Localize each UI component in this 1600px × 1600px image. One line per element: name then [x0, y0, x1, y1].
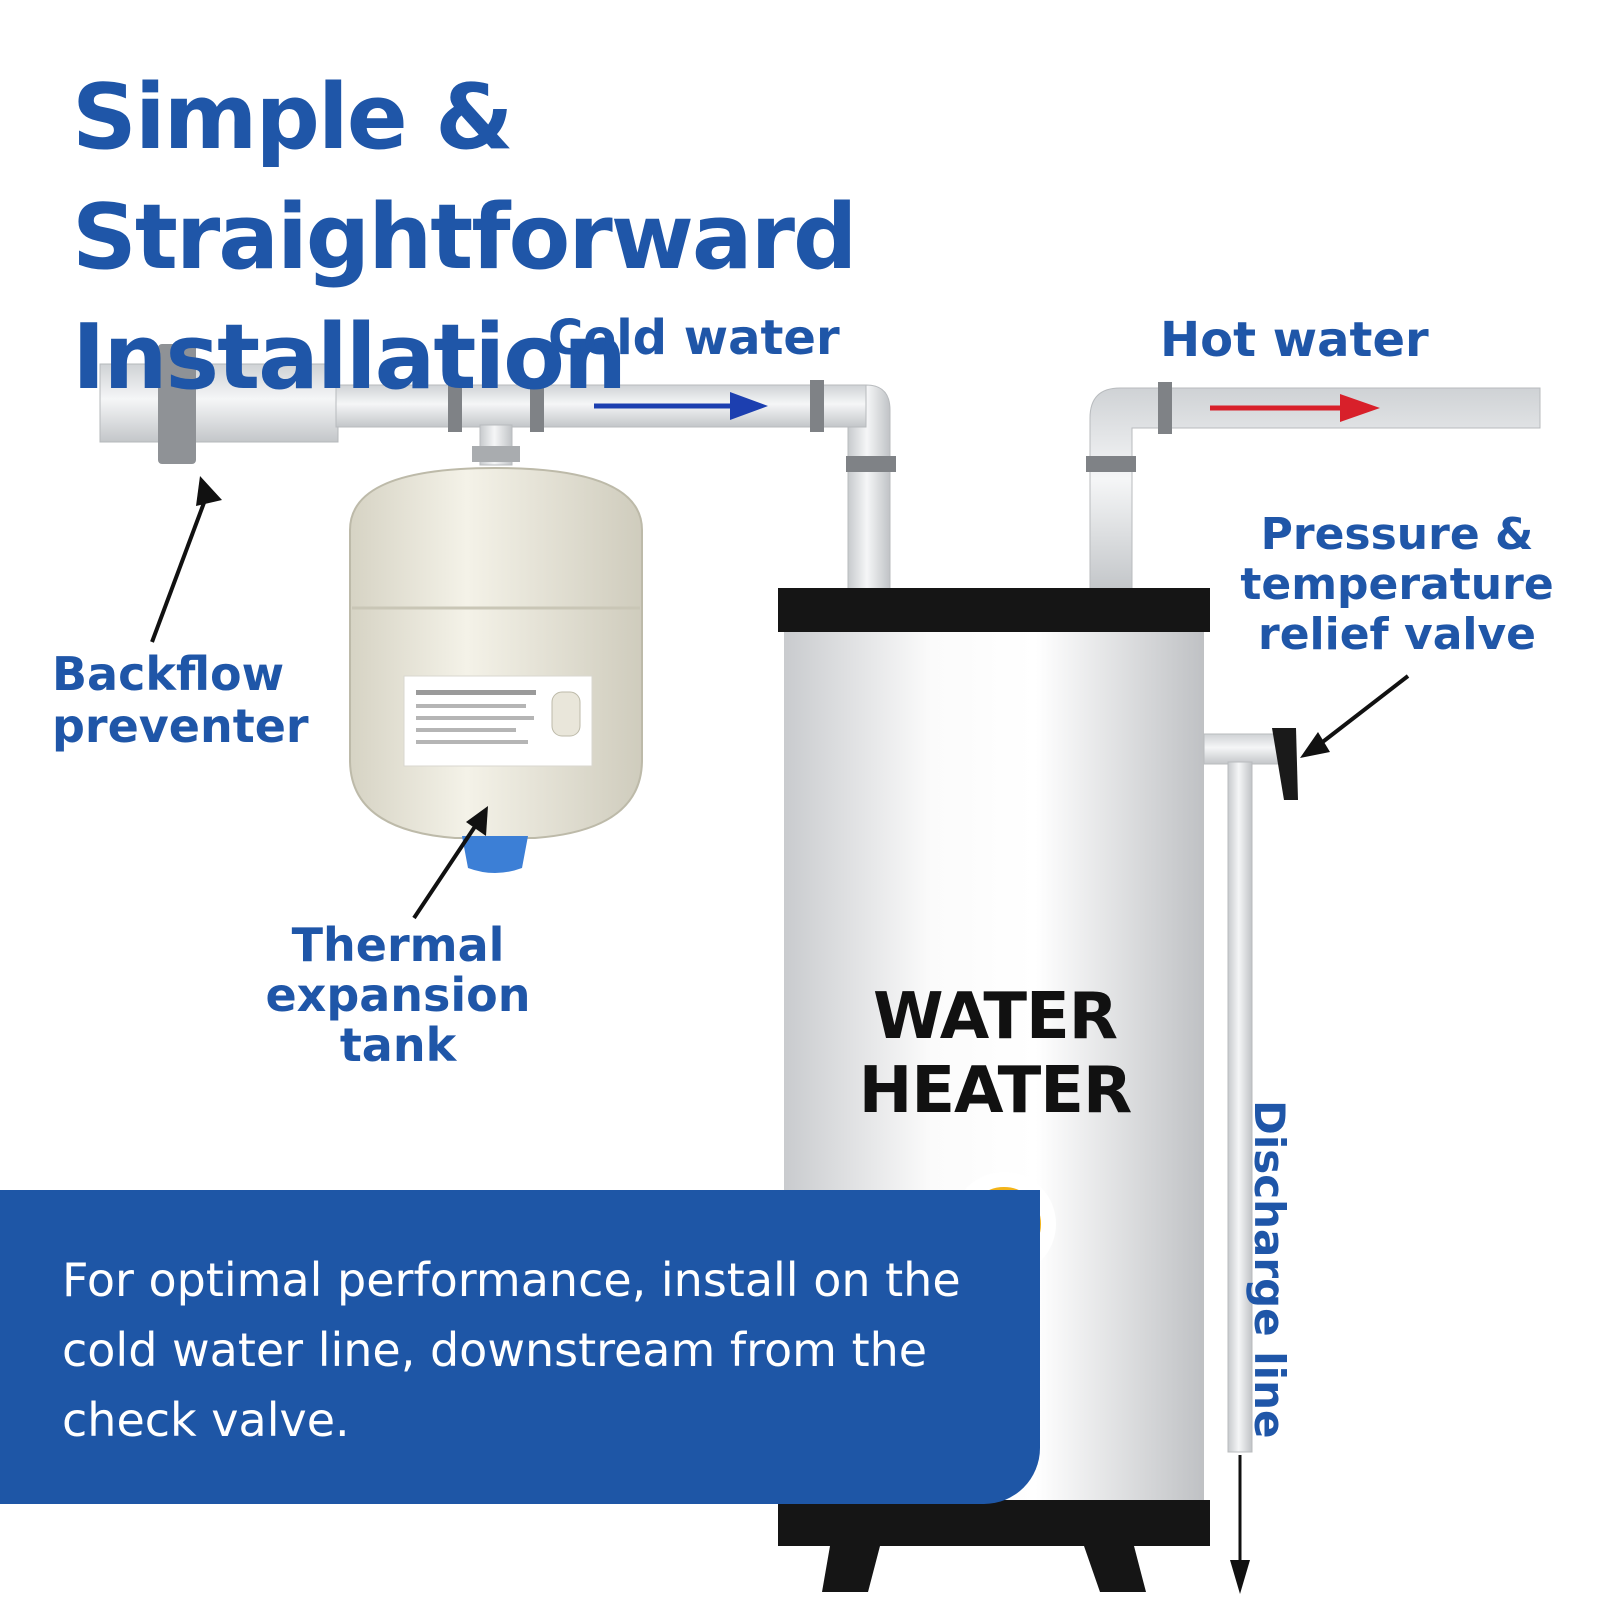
banner-text: For optimal performance, install on the … — [62, 1253, 961, 1447]
heater-line-1: WATER — [873, 980, 1118, 1054]
discharge-pipe — [1227, 761, 1253, 1594]
backflow-pointer-arrow — [150, 476, 222, 643]
discharge-line-label: Discharge line — [1245, 1100, 1294, 1439]
tee-fitting — [472, 424, 520, 466]
cold-water-pipe — [335, 380, 896, 591]
backflow-preventer-label: Backflow preventer — [52, 647, 309, 753]
expansion-tank-pointer-arrow — [412, 806, 488, 920]
info-banner — [0, 1190, 1040, 1504]
hot-water-pipe — [1086, 382, 1541, 591]
heater-line-2: HEATER — [858, 1054, 1133, 1128]
thermal-expansion-tank-label: Thermal expansion tank — [265, 918, 531, 1072]
page-title: Simple & Straightforward Installation — [72, 65, 857, 410]
relief-valve — [1203, 728, 1298, 800]
relief-valve-pointer-arrow — [1300, 674, 1410, 758]
relief-valve-label: Pressure & temperature relief valve — [1240, 509, 1554, 660]
cold-flow-arrow — [594, 392, 768, 420]
cold-water-label: Cold water — [548, 310, 840, 366]
thermal-expansion-tank — [349, 466, 643, 873]
hot-flow-arrow — [1210, 394, 1380, 422]
hot-water-label: Hot water — [1160, 312, 1429, 368]
backflow-preventer — [99, 344, 339, 464]
water-heater-text: WATER HEATER — [850, 980, 1140, 1128]
